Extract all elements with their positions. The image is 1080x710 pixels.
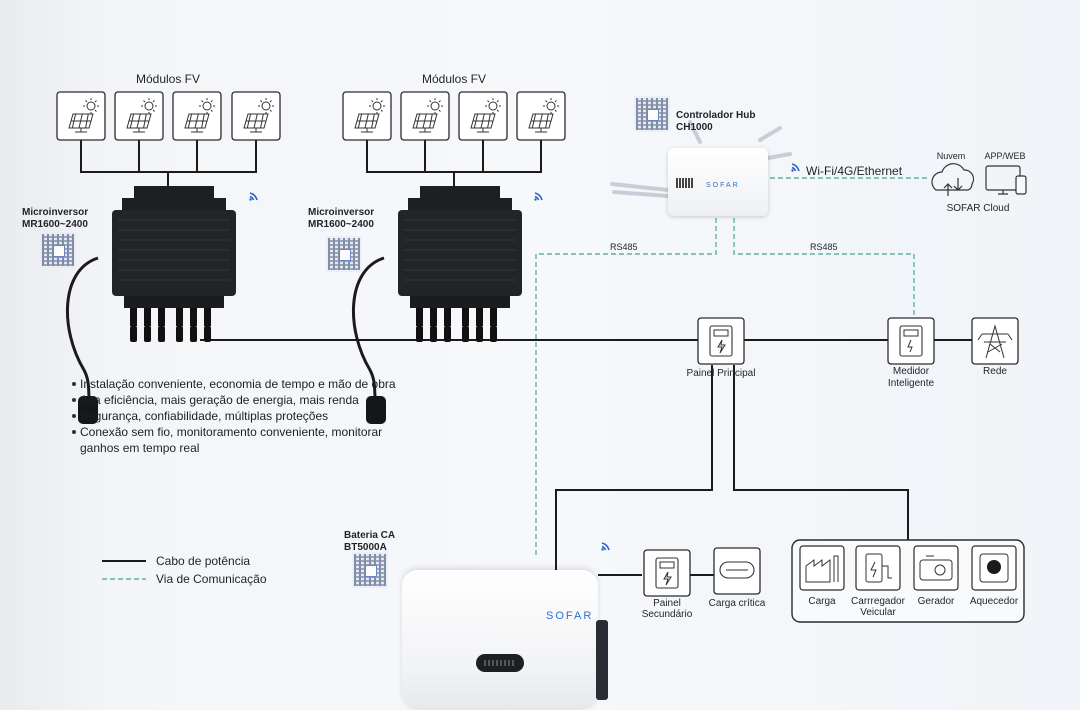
solar-panel-icon <box>231 91 281 141</box>
solar-panel-icon <box>114 91 164 141</box>
micro-2-model: MR1600~2400 <box>308 219 374 230</box>
power-tower-icon <box>971 317 1019 365</box>
feature-item: Instalação conveniente, economia de temp… <box>72 377 396 391</box>
micro2-connector <box>366 396 386 424</box>
hub-brand: SOFAR <box>706 182 740 189</box>
qr-code <box>352 552 388 588</box>
battery-handle <box>476 654 524 672</box>
microinverter-2 <box>397 185 523 343</box>
sub-panel-icon <box>643 549 691 597</box>
monitor-phone-icon <box>985 165 1027 195</box>
feature-item: Segurança, confiabilidade, múltiplas pro… <box>71 409 329 423</box>
pv-group-1-label: Módulos FV <box>135 72 201 86</box>
generator-icon <box>913 545 959 591</box>
battery-brand: SOFAR <box>546 610 594 622</box>
wifi-icon <box>790 163 800 173</box>
to-battery <box>555 365 713 574</box>
wifi-icon <box>600 542 610 552</box>
wifi-link-label: Wi-Fi/4G/Ethernet <box>806 164 903 178</box>
hub-model: CH1000 <box>676 122 713 133</box>
pv-group-2 <box>342 91 566 141</box>
grid-label: Rede <box>983 366 1007 377</box>
micro1-connector <box>78 396 98 424</box>
solar-panel-icon <box>458 91 508 141</box>
solar-panel-icon <box>342 91 392 141</box>
micro-1-model: MR1600~2400 <box>22 219 88 230</box>
legend-comm-label: Via de Comunicação <box>156 572 267 586</box>
qr-code <box>326 236 362 272</box>
solar-panel-icon <box>56 91 106 141</box>
qr-code <box>40 232 76 268</box>
battery-name: Bateria CA <box>344 530 396 541</box>
pv2-bus <box>366 140 542 173</box>
battery-model: BT5000A <box>344 542 387 553</box>
comm-links <box>535 177 930 556</box>
ev-label-2: Veicular <box>860 607 896 618</box>
legend-power-label: Cabo de potência <box>156 554 251 568</box>
hub-device: SOFAR <box>668 148 768 216</box>
to-loads <box>733 365 909 540</box>
smart-meter-icon <box>887 317 935 365</box>
solar-panel-icon <box>400 91 450 141</box>
battery-side-connectors <box>596 620 608 700</box>
rs485-left <box>535 218 717 556</box>
micro1-cable <box>65 256 99 411</box>
rs485-left-label: RS485 <box>610 242 638 252</box>
micro2-cable <box>351 256 385 411</box>
sub-panel-label-2: Secundário <box>641 609 693 620</box>
pv-group-1 <box>56 91 281 141</box>
micro-2-name: Microinversor <box>308 207 375 218</box>
rs485-right <box>733 218 915 318</box>
feature-item: Conexão sem fio, monitoramento convenien… <box>71 425 383 439</box>
pv1-drops <box>138 140 198 172</box>
cloud-icon <box>931 163 975 196</box>
feature-item: Alta eficiência, mais geração de energia… <box>72 393 359 407</box>
micro-1-name: Microinversor <box>22 207 89 218</box>
rs485-right-label: RS485 <box>810 242 838 252</box>
wifi-icon <box>533 192 543 202</box>
heater-label: Aquecedor <box>969 596 1019 607</box>
hub-name: Controlador Hub <box>676 110 756 121</box>
load-label: Carga <box>808 596 836 607</box>
heater-icon <box>971 545 1017 591</box>
sub-panel-label-1: Painel <box>653 598 681 609</box>
power-cables <box>65 140 1000 576</box>
pv2-drops <box>424 140 484 172</box>
pv1-bus <box>80 140 257 173</box>
feature-item-continuation: ganhos em tempo real <box>80 441 200 455</box>
water-heater-icon <box>713 547 761 595</box>
cloud-app-label: APP/WEB <box>984 151 1026 161</box>
cloud-name: SOFAR Cloud <box>946 203 1010 214</box>
main-panel-label: Painel Principal <box>686 368 756 379</box>
solar-panel-icon <box>172 91 222 141</box>
ev-charger-icon <box>855 545 901 591</box>
smart-meter-label-1: Medidor <box>892 366 930 377</box>
wifi-icon <box>248 192 258 202</box>
hub-antennas <box>610 120 792 198</box>
main-panel-icon <box>697 317 745 365</box>
qr-code <box>634 96 670 132</box>
critical-load-label: Carga crítica <box>708 598 766 609</box>
smart-meter-label-2: Inteligente <box>887 378 935 389</box>
factory-icon <box>799 545 845 591</box>
solar-panel-icon <box>516 91 566 141</box>
generator-label: Gerador <box>917 596 955 607</box>
microinverter-1 <box>111 185 237 343</box>
loads-group <box>791 539 1025 623</box>
cloud-nuvem-label: Nuvem <box>936 151 966 161</box>
hub-qr <box>676 178 694 188</box>
pv-group-2-label: Módulos FV <box>421 72 487 86</box>
battery-unit: SOFAR <box>402 570 608 710</box>
ev-label-1: Carrregador <box>851 596 905 607</box>
